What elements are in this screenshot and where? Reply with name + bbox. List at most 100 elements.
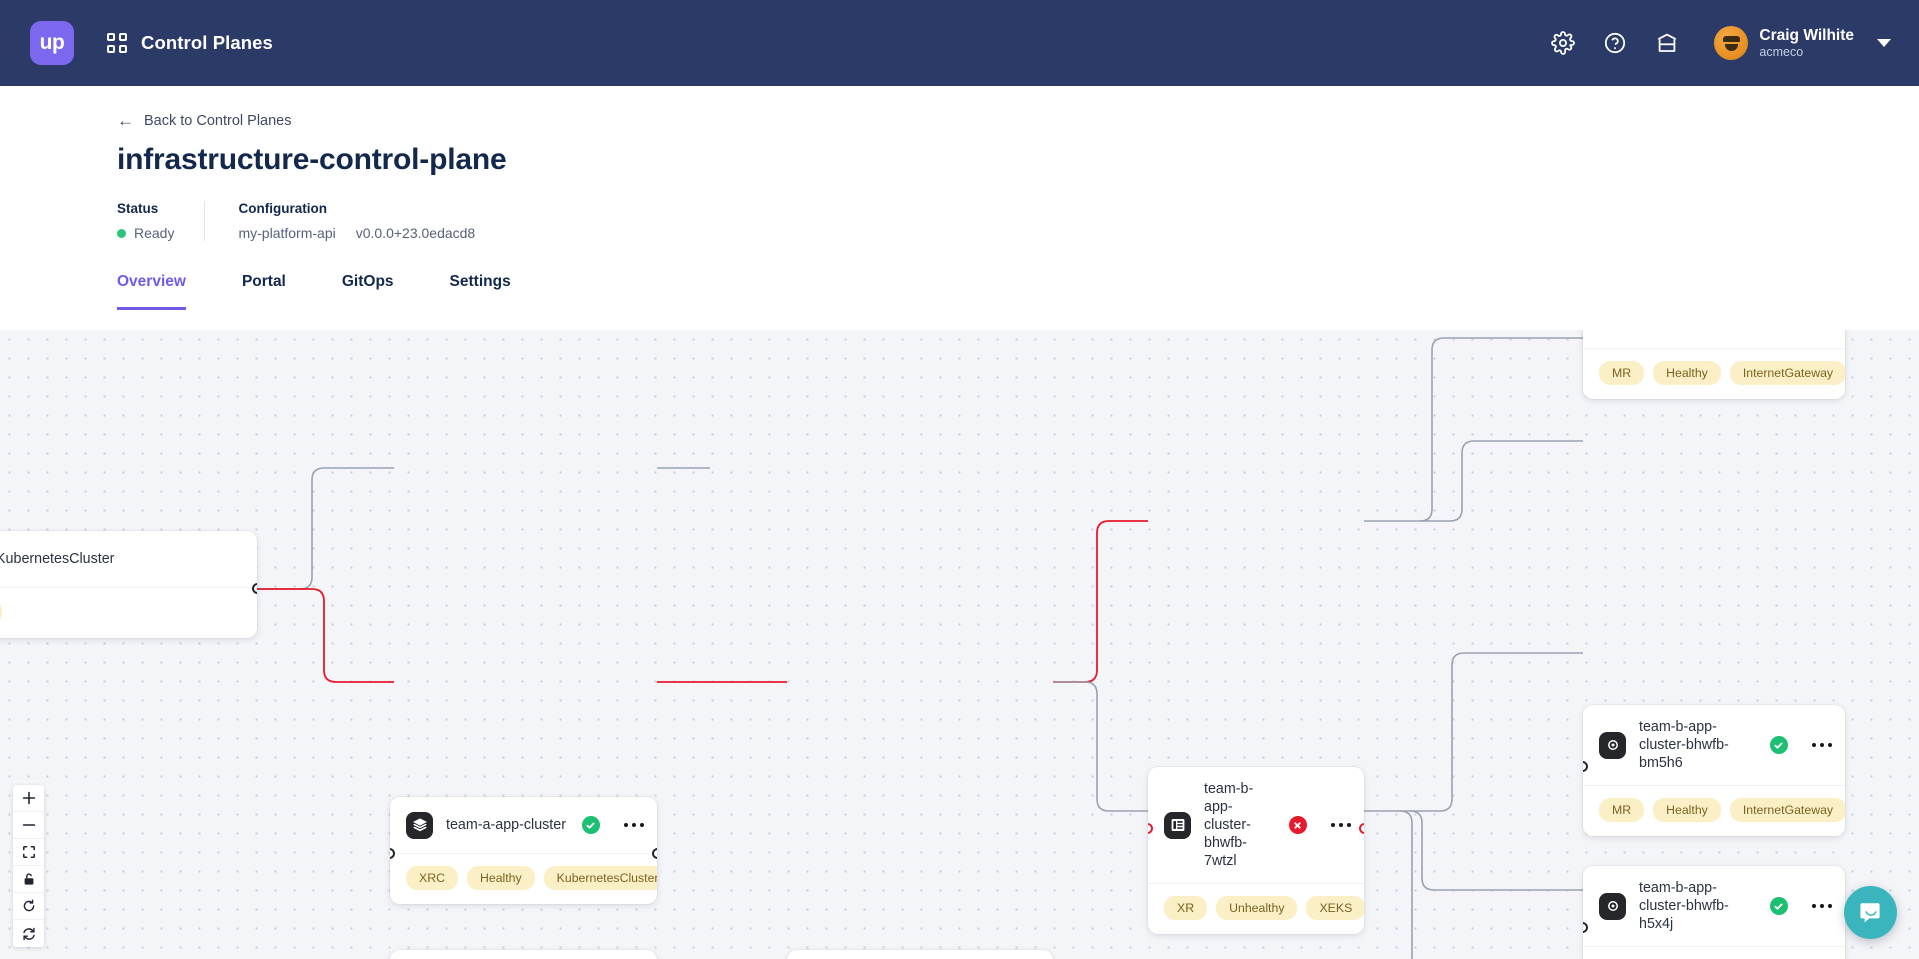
zoom-out-button[interactable] — [13, 812, 44, 839]
node-menu-button[interactable] — [623, 822, 644, 828]
node-handle-left[interactable] — [390, 848, 395, 859]
node-header: team-b-app-cluster-bhwfb-h5x4j — [1583, 866, 1845, 946]
graph-node-partial[interactable]: team-b-app-cluster-bhwfb-bm5h6 MR Health… — [1583, 330, 1845, 399]
node-chip: XRC — [406, 866, 458, 890]
node-chip: Unhealthy — [1216, 896, 1298, 920]
top-navigation-bar: up Control Planes — [0, 0, 1919, 86]
graph-node[interactable]: team-b-app-cluster-bhwfb XR Unhealthy XK… — [787, 950, 1053, 959]
node-handle-right[interactable] — [652, 848, 657, 859]
node-header: KubernetesCluster — [0, 531, 257, 587]
node-header: team-b-app-cluster-bhwfb — [787, 950, 1053, 959]
node-menu-button[interactable] — [1811, 742, 1832, 748]
page-header: ← Back to Control Planes infrastructure-… — [0, 86, 1919, 310]
gear-icon[interactable] — [1550, 30, 1576, 56]
back-to-control-planes-link[interactable]: ← Back to Control Planes — [117, 112, 292, 129]
user-name: Craig Wilhite — [1759, 26, 1854, 44]
node-title: team-b-app-cluster-bhwfb-7wtzl — [1204, 781, 1254, 869]
lock-button[interactable] — [13, 866, 44, 893]
node-title: team-b-app-cluster-bhwfb-bm5h6 — [1639, 719, 1729, 771]
configuration-value: my-platform-api v0.0.0+23.0edacd8 — [238, 225, 475, 241]
node-title: KubernetesCluster — [0, 551, 115, 567]
tab-overview[interactable]: Overview — [117, 267, 186, 310]
tab-settings[interactable]: Settings — [449, 273, 511, 290]
chat-launcher-button[interactable] — [1844, 886, 1897, 939]
node-chip: Healthy — [1653, 361, 1721, 385]
user-menu[interactable]: Craig Wilhite acmeco — [1714, 26, 1891, 60]
fit-view-button[interactable] — [13, 839, 44, 866]
configuration-block: Configuration my-platform-api v0.0.0+23.… — [204, 201, 505, 241]
node-title: team-b-app-cluster-bhwfb-h5x4j — [1639, 880, 1729, 932]
graph-node[interactable]: team-a-app-cluster XRC Healthy Kubernete… — [390, 797, 657, 904]
page-title: infrastructure-control-plane — [117, 143, 507, 176]
graph-node[interactable]: KubernetesCluster API — [0, 531, 257, 638]
node-chip: InternetGateway — [1729, 361, 1845, 385]
node-badges: XR Unhealthy XEKS — [1148, 883, 1364, 934]
node-chip: XEKS — [1306, 896, 1364, 920]
meta-row: Status Ready Configuration my-platform-a… — [117, 201, 1919, 241]
back-link-label: Back to Control Planes — [144, 112, 292, 129]
configuration-label: Configuration — [238, 201, 327, 216]
node-chip: Healthy — [1653, 798, 1721, 822]
node-chip: Healthy — [466, 866, 535, 890]
chat-bubble-icon — [1859, 902, 1880, 922]
managed-resource-icon — [1599, 892, 1626, 920]
node-header: team-b-app-cluster-bhwfb-bm5h6 — [1583, 330, 1845, 348]
resource-graph-canvas[interactable]: KubernetesCluster API team-a-app-cluster… — [0, 330, 1919, 959]
status-label: Status — [117, 201, 159, 216]
node-title: team-b-app-cluster-bhwfb-bm5h6 — [1639, 330, 1757, 335]
managed-resource-icon — [1599, 731, 1626, 759]
status-dot-icon — [117, 228, 126, 238]
node-badges: MR Healthy MainRouteTableAssociation — [1583, 946, 1845, 959]
node-chip: MR — [1599, 361, 1645, 385]
node-handle-right[interactable] — [252, 583, 257, 594]
status-unhealthy-icon — [1288, 816, 1307, 834]
arrow-left-icon: ← — [117, 111, 134, 130]
node-header: team-b-app-cluster-bhwfb-7wtzl — [1148, 767, 1364, 883]
user-org: acmeco — [1759, 44, 1804, 59]
tab-portal[interactable]: Portal — [241, 273, 286, 290]
graph-node[interactable]: team-b-app-cluster XRC Unhealthy Kuberne… — [390, 950, 657, 959]
node-chip: KubernetesCluster — [543, 866, 657, 890]
node-handle-left[interactable] — [1583, 922, 1588, 933]
marketplace-icon[interactable] — [1654, 30, 1680, 56]
node-badges: MR Healthy InternetGateway — [1583, 785, 1845, 836]
node-badges: XRC Healthy KubernetesCluster — [390, 853, 657, 904]
status-value: Ready — [134, 225, 175, 241]
configuration-name: my-platform-api — [238, 225, 336, 241]
chevron-down-icon[interactable] — [1877, 39, 1891, 47]
node-handle-left[interactable] — [1583, 761, 1588, 772]
nav-right-cluster: Craig Wilhite acmeco — [1550, 26, 1891, 60]
graph-node[interactable]: team-b-app-cluster-bhwfb-7wtzl XR Unheal… — [1148, 767, 1364, 934]
tab-gitops[interactable]: GitOps — [341, 273, 394, 290]
help-icon[interactable] — [1602, 30, 1628, 56]
node-badges: MR Healthy InternetGateway — [1583, 348, 1845, 399]
status-healthy-icon — [1769, 897, 1788, 915]
node-chip: XR — [1164, 896, 1208, 920]
nav-control-planes[interactable]: Control Planes — [107, 32, 273, 54]
graph-node[interactable]: team-b-app-cluster-bhwfb-bm5h6 MR Health… — [1583, 705, 1845, 836]
upbound-logo[interactable]: up — [30, 21, 74, 65]
node-header: team-a-app-cluster — [390, 797, 657, 853]
graph-node[interactable]: team-b-app-cluster-bhwfb-h5x4j MR Health… — [1583, 866, 1845, 959]
configuration-version: v0.0.0+23.0edacd8 — [355, 225, 476, 241]
zoom-in-button[interactable] — [13, 785, 44, 812]
status-healthy-icon — [581, 816, 600, 834]
refresh-button[interactable] — [13, 893, 44, 920]
grid-icon — [107, 33, 127, 53]
status-block: Status Ready — [117, 201, 204, 241]
node-header: team-b-app-cluster-bhwfb-bm5h6 — [1583, 705, 1845, 785]
nav-title: Control Planes — [141, 32, 273, 53]
node-menu-button[interactable] — [1811, 903, 1832, 909]
canvas-controls — [13, 785, 44, 947]
avatar — [1714, 26, 1749, 60]
node-menu-button[interactable] — [1330, 822, 1351, 828]
node-chip: InternetGateway — [1729, 798, 1845, 822]
graph-edges — [257, 337, 1583, 959]
node-handle-left[interactable] — [1148, 823, 1153, 834]
sync-button[interactable] — [13, 920, 44, 947]
node-handle-right[interactable] — [1359, 823, 1364, 834]
node-chip: MR — [1599, 798, 1645, 822]
node-header: team-b-app-cluster — [390, 950, 657, 959]
tab-bar: Overview Portal GitOps Settings — [117, 267, 1919, 310]
composite-icon — [1164, 811, 1191, 839]
